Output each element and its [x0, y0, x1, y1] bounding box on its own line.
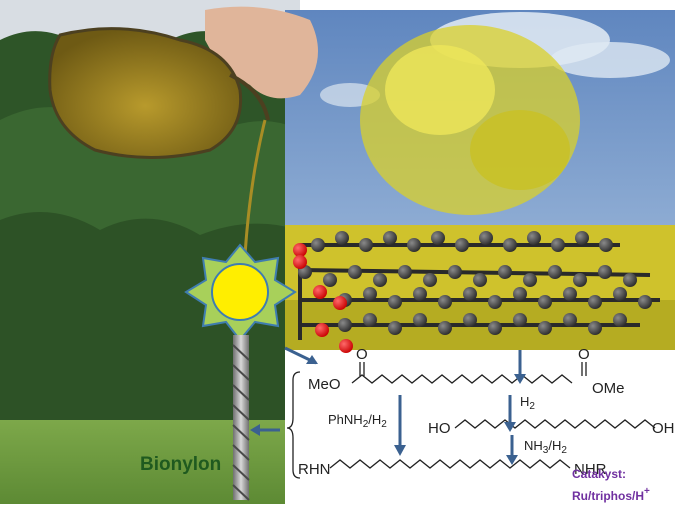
reaction-scheme-lines	[286, 362, 656, 479]
reagent-nh3-text: NH	[524, 438, 543, 453]
reagent-h2-label: H2	[520, 394, 535, 412]
catalyst-line-1: Catakyst:	[572, 467, 627, 481]
scheme-background	[285, 350, 675, 504]
diol-right-label: OH	[652, 420, 675, 437]
twisted-rod	[232, 335, 250, 501]
diamine-left-label: RHN	[298, 461, 331, 478]
diamine-chain	[329, 459, 571, 469]
carbonyl-oxygen-left: O	[356, 346, 368, 363]
reagent-nh3-h-subscript: 2	[561, 445, 567, 456]
diol-chain	[454, 419, 656, 429]
reagent-h2-subscript: 2	[529, 401, 535, 412]
diester-left-label: MeO	[308, 376, 341, 393]
bionylon-label: Bionylon	[140, 454, 222, 475]
catalyst-superscript: +	[644, 486, 650, 497]
reagent-h2-text: H	[520, 394, 530, 409]
reagent-amine-h-text: /H	[368, 412, 382, 427]
catalyst-formula: Ru/triphos/H	[572, 489, 644, 503]
lawn	[0, 420, 300, 504]
reagent-amine-h-subscript: 2	[381, 419, 387, 430]
sun-illustration	[184, 243, 297, 342]
diester-chain	[351, 374, 573, 384]
reagent-amine-subscript: 2	[362, 419, 369, 430]
catalyst-line-2: Ru/triphos/H+	[572, 483, 650, 505]
catalyst-label: Catakyst: Ru/triphos/H+	[572, 466, 650, 505]
reagent-nh3-label: NH3/H2	[524, 438, 567, 456]
scheme-bracket	[286, 371, 301, 479]
reagent-amine-text: PhNH	[328, 412, 363, 427]
diol-left-label: HO	[428, 420, 451, 437]
diamine-right-label: NHR	[574, 461, 607, 478]
diester-right-label: OMe	[592, 380, 625, 397]
oil-stream	[243, 119, 267, 256]
reaction-arrows	[250, 346, 526, 465]
reagent-nh3-subscript: 3	[542, 445, 549, 456]
carbonyl-oxygen-right: O	[578, 346, 590, 363]
oil-jug-illustration	[48, 6, 318, 256]
reagent-nh3-h-text: /H	[548, 438, 562, 453]
triglyceride-model	[293, 231, 660, 353]
reagent-amine-label: PhNH2/H2	[328, 412, 387, 430]
